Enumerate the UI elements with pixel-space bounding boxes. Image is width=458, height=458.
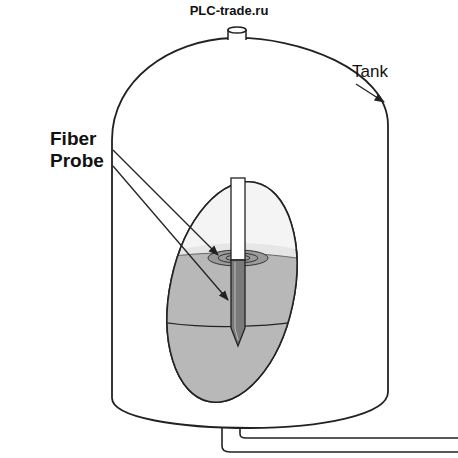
sight-window: [140, 170, 320, 420]
top-nozzle: [228, 27, 246, 40]
watermark: PLC-trade.ru: [190, 4, 269, 19]
callout-label: Fiber Probe: [50, 128, 116, 172]
callout-label: Tank: [352, 62, 388, 82]
fiber-probe: [231, 178, 245, 346]
leader-lines: [113, 84, 384, 300]
tank-body: [112, 38, 388, 428]
